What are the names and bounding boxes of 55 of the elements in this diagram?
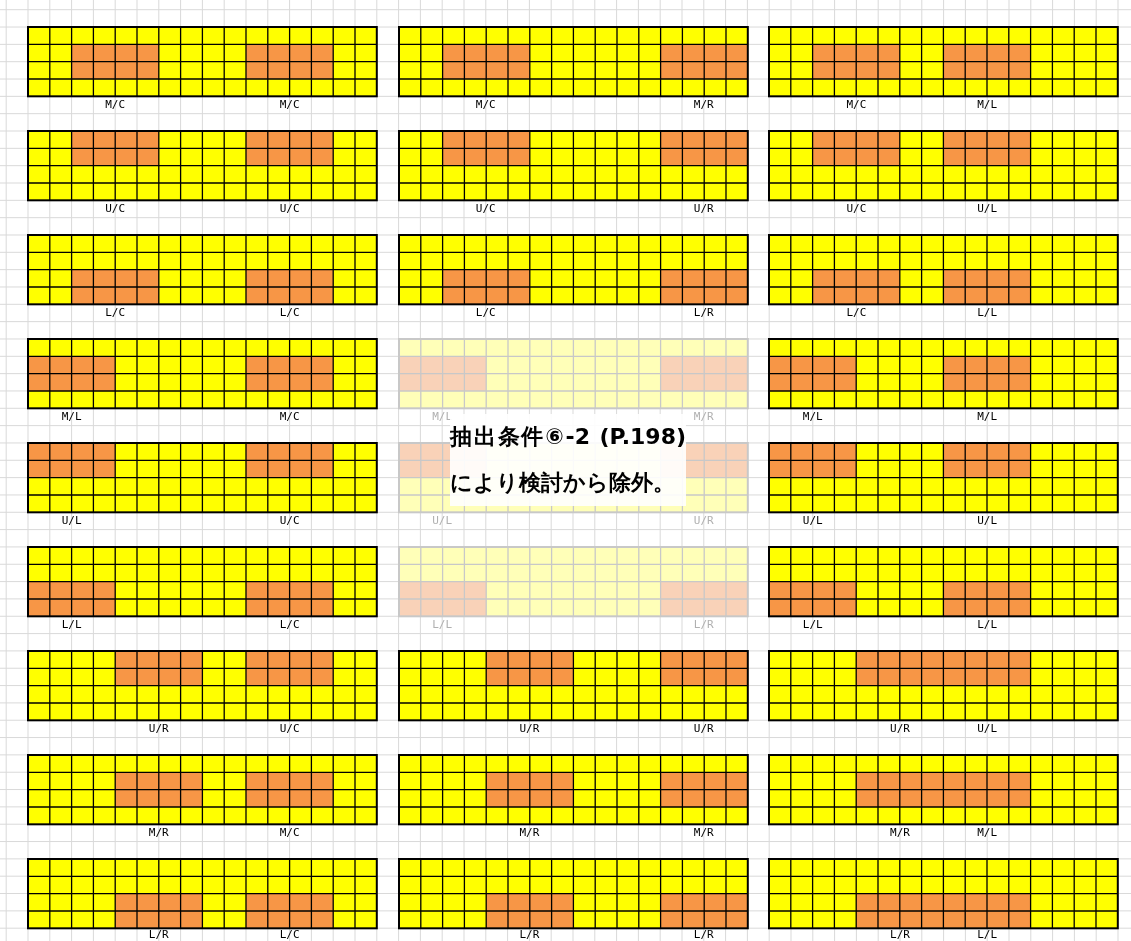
position-label: U/R bbox=[148, 722, 169, 736]
position-label: U/C bbox=[846, 202, 867, 216]
position-label: U/R bbox=[890, 722, 910, 736]
position-label: M/C bbox=[279, 98, 300, 112]
position-label: U/C bbox=[475, 202, 496, 216]
position-label: U/L bbox=[977, 202, 998, 216]
position-label: L/L bbox=[802, 618, 823, 632]
position-label: U/C bbox=[279, 514, 300, 528]
position-label: M/L bbox=[977, 410, 998, 424]
position-label: U/R bbox=[519, 722, 540, 736]
position-label: L/R bbox=[693, 928, 714, 941]
position-label: M/R bbox=[148, 826, 169, 840]
position-label: M/C bbox=[475, 98, 496, 112]
position-label: M/R bbox=[890, 826, 910, 840]
position-label: L/C bbox=[475, 306, 496, 320]
position-label: M/C bbox=[279, 826, 300, 840]
position-label: M/C bbox=[279, 410, 300, 424]
position-label: L/C bbox=[105, 306, 126, 320]
position-label: M/R bbox=[693, 826, 714, 840]
position-label: M/L bbox=[61, 410, 82, 424]
position-label: M/C bbox=[105, 98, 126, 112]
position-label: L/L bbox=[977, 306, 998, 320]
position-label: L/C bbox=[846, 306, 867, 320]
position-label: U/L bbox=[802, 514, 823, 528]
position-label: U/L bbox=[977, 722, 998, 736]
position-label: U/R bbox=[693, 202, 714, 216]
position-label: U/C bbox=[279, 722, 300, 736]
position-label: M/L bbox=[432, 410, 453, 424]
position-label: L/R bbox=[890, 928, 910, 941]
position-label: L/C bbox=[279, 306, 300, 320]
position-label: M/L bbox=[977, 826, 998, 840]
position-label: L/L bbox=[977, 928, 998, 941]
note-text: 抽出条件⑥-2 (P.198)により検討から除外。 bbox=[450, 414, 686, 506]
position-label: M/R bbox=[693, 98, 714, 112]
position-label: L/C bbox=[279, 928, 300, 941]
position-label: M/L bbox=[802, 410, 823, 424]
position-label: L/L bbox=[977, 618, 998, 632]
position-label: L/R bbox=[519, 928, 540, 941]
position-label: M/R bbox=[519, 826, 540, 840]
position-label: U/R bbox=[693, 514, 714, 528]
position-label: L/R bbox=[693, 306, 714, 320]
position-label: L/R bbox=[148, 928, 169, 941]
position-label: M/R bbox=[693, 410, 714, 424]
position-label: L/L bbox=[61, 618, 82, 632]
position-label: M/C bbox=[846, 98, 867, 112]
position-label: L/R bbox=[693, 618, 714, 632]
position-label: L/C bbox=[279, 618, 300, 632]
position-label: U/L bbox=[61, 514, 82, 528]
position-label: U/C bbox=[279, 202, 300, 216]
position-label: U/L bbox=[432, 514, 453, 528]
position-label: M/L bbox=[977, 98, 998, 112]
position-label: U/L bbox=[977, 514, 998, 528]
position-label: U/C bbox=[105, 202, 126, 216]
position-label: U/R bbox=[693, 722, 714, 736]
position-label: L/L bbox=[432, 618, 453, 632]
